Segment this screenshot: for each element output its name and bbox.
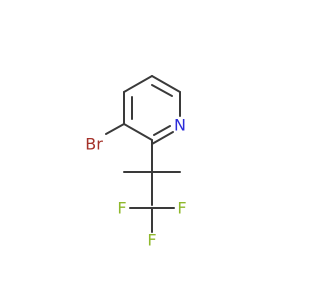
atom-f-bottom: F bbox=[147, 231, 156, 250]
pyridine-ring bbox=[123, 75, 181, 145]
molecule-structure: N Br F F F bbox=[85, 75, 187, 250]
bond-c3-c2 bbox=[123, 123, 153, 141]
atom-n1: N bbox=[174, 116, 186, 135]
bond-c2-n1-inner bbox=[153, 125, 171, 136]
bond-c5-c4 bbox=[123, 75, 153, 93]
bond-c2-n1 bbox=[151, 131, 174, 145]
atom-f-left: F bbox=[117, 199, 126, 218]
atom-br: Br bbox=[85, 135, 103, 154]
bond-c6-c5 bbox=[151, 75, 181, 93]
bond-c3-br bbox=[105, 123, 125, 135]
bond-c6-c5-inner bbox=[151, 84, 173, 97]
atom-f-right: F bbox=[177, 199, 186, 218]
